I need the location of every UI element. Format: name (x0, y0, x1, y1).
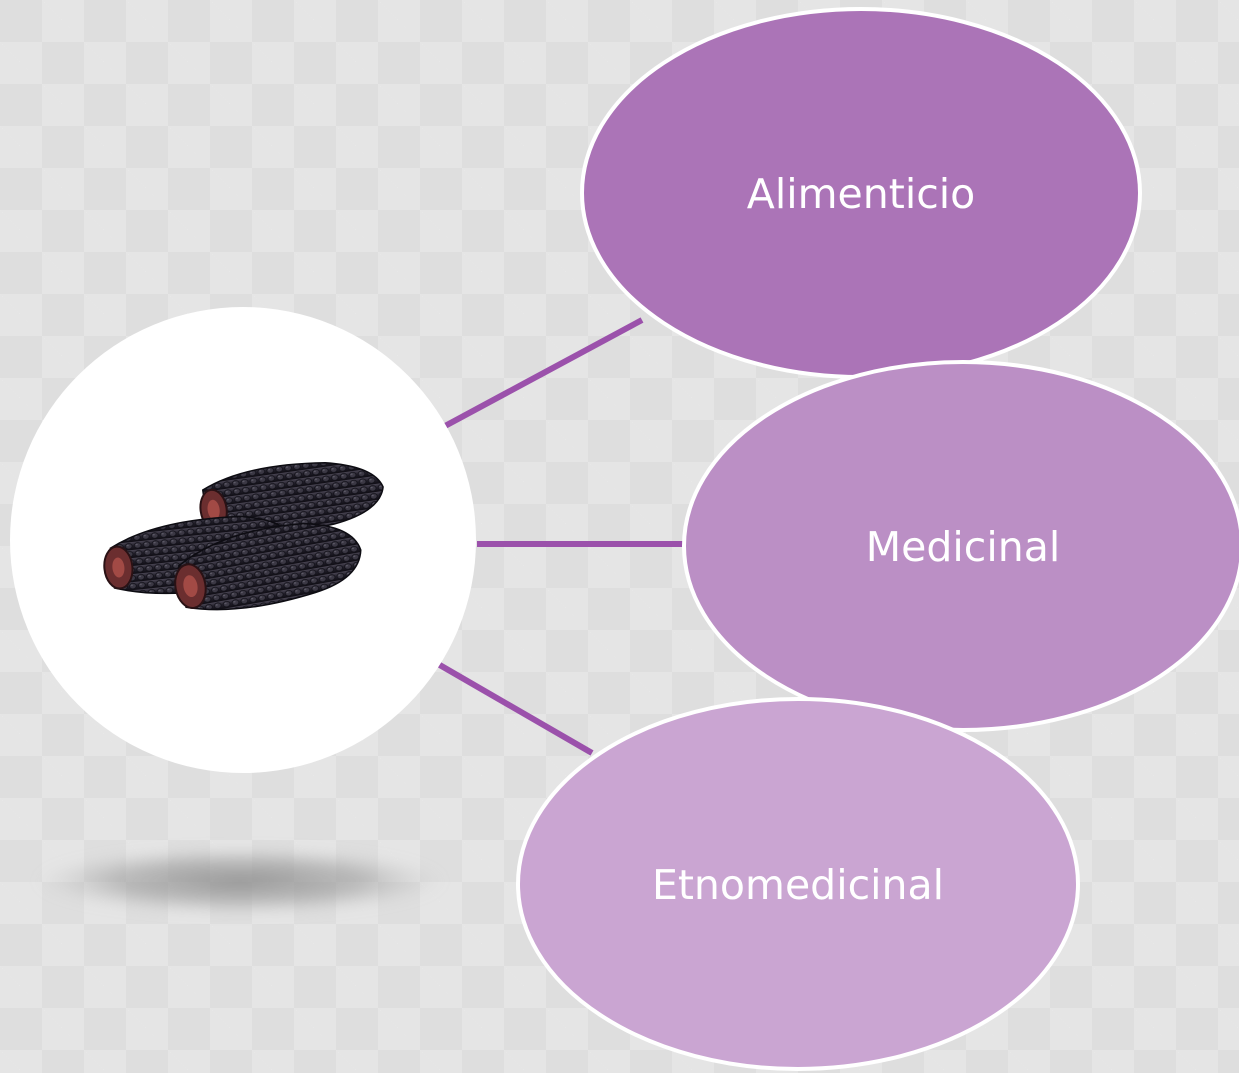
center-shadow (35, 847, 445, 915)
node-alimenticio-label: Alimenticio (747, 170, 975, 218)
node-medicinal: Medicinal (684, 362, 1239, 730)
node-etnomedicinal: Etnomedicinal (518, 699, 1078, 1069)
node-etnomedicinal-label: Etnomedicinal (652, 861, 944, 909)
node-alimenticio: Alimenticio (582, 9, 1140, 377)
connector-etnomedicinal (438, 664, 592, 753)
connector-alimenticio (445, 320, 642, 426)
node-medicinal-label: Medicinal (866, 523, 1060, 571)
